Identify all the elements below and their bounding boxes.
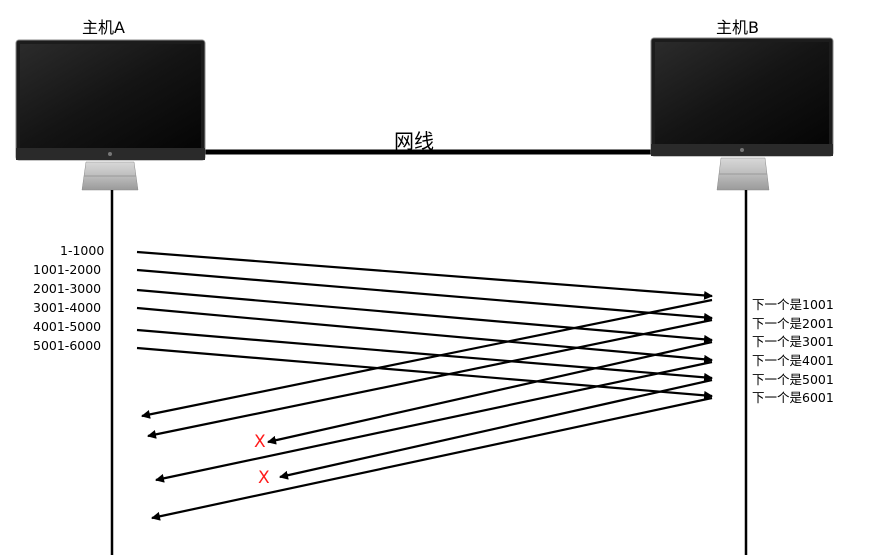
segment-label-5: 4001-5000 <box>33 319 101 334</box>
segment-arrow-6 <box>137 348 712 396</box>
segment-label-1: 1-1000 <box>60 243 104 258</box>
segment-label-3: 2001-3000 <box>33 281 101 296</box>
lost-marker-1: X <box>254 432 266 452</box>
segment-label-2: 1001-2000 <box>33 262 101 277</box>
monitor-a <box>16 40 205 190</box>
segment-label-4: 3001-4000 <box>33 300 101 315</box>
host-a-label: 主机A <box>82 14 125 38</box>
lost-marker-2: X <box>258 468 270 488</box>
monitor-b <box>651 38 833 190</box>
segment-label-6: 5001-6000 <box>33 338 101 353</box>
segment-arrow-2 <box>137 270 712 318</box>
segment-arrow-1 <box>137 252 712 296</box>
ack-arrow-6 <box>152 398 712 518</box>
ack-label-4: 下一个是4001 <box>752 350 834 369</box>
ack-label-5: 下一个是5001 <box>752 369 834 388</box>
ack-label-6: 下一个是6001 <box>752 387 834 406</box>
host-b-label: 主机B <box>716 14 759 38</box>
network-label: 网线 <box>394 125 434 154</box>
ack-arrow-3-lost <box>268 342 712 442</box>
ack-label-2: 下一个是2001 <box>752 313 834 332</box>
ack-label-3: 下一个是3001 <box>752 331 834 350</box>
ack-label-1: 下一个是1001 <box>752 294 834 313</box>
ack-arrow-4 <box>156 362 712 480</box>
